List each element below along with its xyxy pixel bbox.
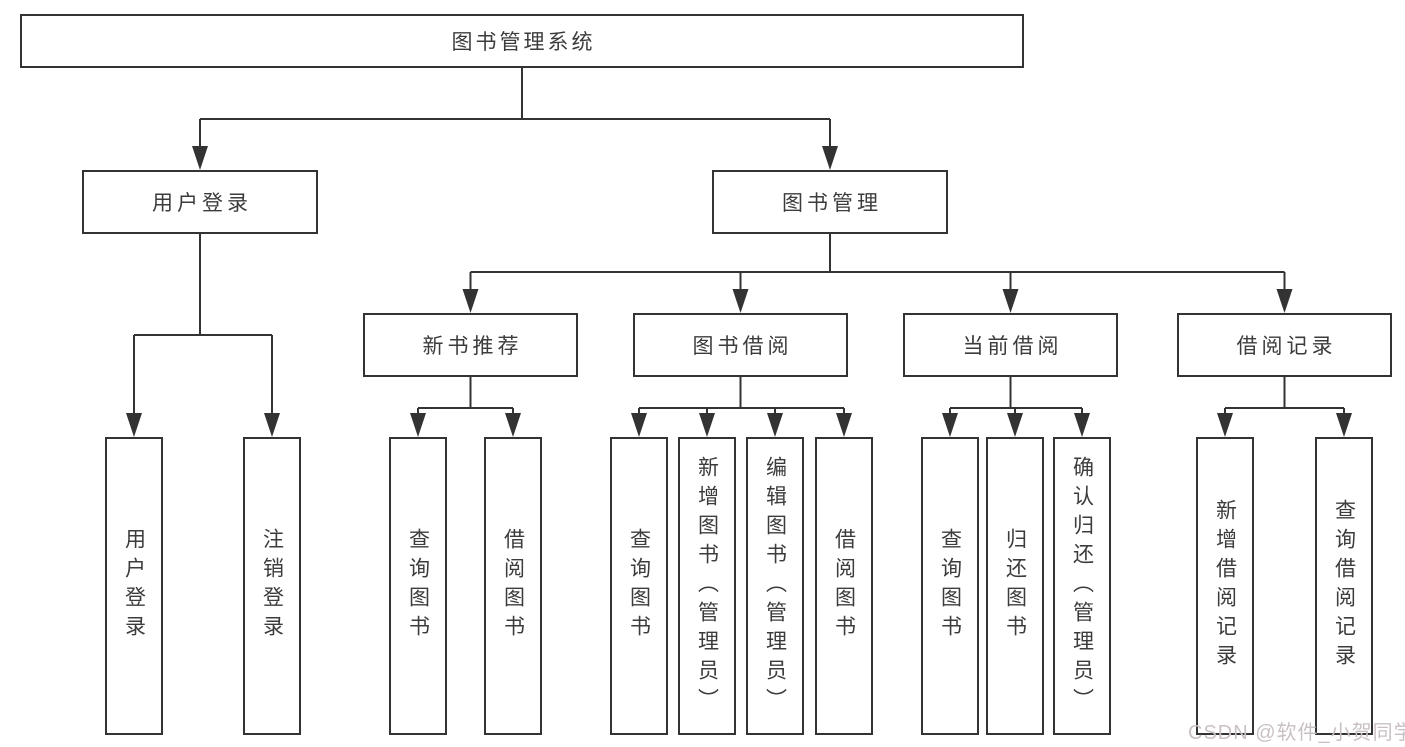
node-label: 查询图书	[627, 528, 651, 644]
node-label: 当前借阅	[962, 335, 1063, 358]
node-label: 查询借阅记录	[1332, 499, 1356, 673]
leaf-user-login: 用户登录	[105, 437, 163, 735]
node-label: 查询图书	[938, 528, 962, 644]
node-new-book-recommend: 新书推荐	[363, 313, 578, 377]
leaf-query-books-borrowing: 查询图书	[610, 437, 668, 735]
node-label: 图书借阅	[692, 335, 793, 358]
arrow-down-icon	[1336, 413, 1352, 437]
node-label: 注销登录	[260, 528, 284, 644]
node-label: 编辑图书（管理员）	[763, 455, 787, 717]
arrow-down-icon	[1217, 413, 1233, 437]
leaf-query-books-current: 查询图书	[921, 437, 979, 735]
csdn-watermark: CSDN @软件_小贺同学	[1188, 722, 1405, 744]
arrow-down-icon	[732, 289, 749, 313]
arrow-down-icon	[767, 413, 783, 437]
node-borrowing-records: 借阅记录	[1177, 313, 1392, 377]
arrow-down-icon	[631, 413, 647, 437]
arrow-down-icon	[699, 413, 715, 437]
arrow-down-icon	[126, 413, 142, 437]
leaf-query-books-recommend: 查询图书	[389, 437, 447, 735]
node-user-login: 用户登录	[82, 170, 318, 234]
arrow-down-icon	[192, 146, 208, 170]
arrow-down-icon	[822, 146, 838, 170]
node-label: 用户登录	[122, 528, 146, 644]
node-label: 新增图书（管理员）	[695, 455, 719, 717]
leaf-borrow-books-recommend: 借阅图书	[484, 437, 542, 735]
node-current-borrowing: 当前借阅	[903, 313, 1118, 377]
arrow-down-icon	[1074, 413, 1090, 437]
leaf-return-books: 归还图书	[986, 437, 1044, 735]
node-label: 借阅图书	[832, 528, 856, 644]
node-label: 新书推荐	[422, 335, 523, 358]
node-label: 借阅记录	[1236, 335, 1337, 358]
leaf-borrow-books-borrowing: 借阅图书	[815, 437, 873, 735]
leaf-confirm-return-admin: 确认归还（管理员）	[1053, 437, 1111, 735]
arrow-down-icon	[410, 413, 426, 437]
arrow-down-icon	[942, 413, 958, 437]
node-book-borrowing: 图书借阅	[633, 313, 848, 377]
arrow-down-icon	[1007, 413, 1023, 437]
arrow-down-icon	[505, 413, 521, 437]
leaf-query-borrow-record: 查询借阅记录	[1315, 437, 1373, 735]
node-label: 借阅图书	[501, 528, 525, 644]
node-book-management: 图书管理	[712, 170, 948, 234]
node-label: 归还图书	[1003, 528, 1027, 644]
leaf-add-books-admin: 新增图书（管理员）	[678, 437, 736, 735]
arrow-down-icon	[836, 413, 852, 437]
node-label: 查询图书	[406, 528, 430, 644]
leaf-add-borrow-record: 新增借阅记录	[1196, 437, 1254, 735]
leaf-logout: 注销登录	[243, 437, 301, 735]
arrow-down-icon	[1002, 289, 1019, 313]
node-library-system: 图书管理系统	[20, 14, 1024, 68]
leaf-edit-books-admin: 编辑图书（管理员）	[746, 437, 804, 735]
node-label: 确认归还（管理员）	[1070, 455, 1094, 717]
arrow-down-icon	[1276, 289, 1293, 313]
arrow-down-icon	[264, 413, 280, 437]
node-label: 新增借阅记录	[1213, 499, 1237, 673]
node-label: 图书管理系统	[451, 31, 596, 54]
arrow-down-icon	[462, 289, 479, 313]
node-label: 用户登录	[152, 192, 252, 215]
node-label: 图书管理	[782, 192, 882, 215]
